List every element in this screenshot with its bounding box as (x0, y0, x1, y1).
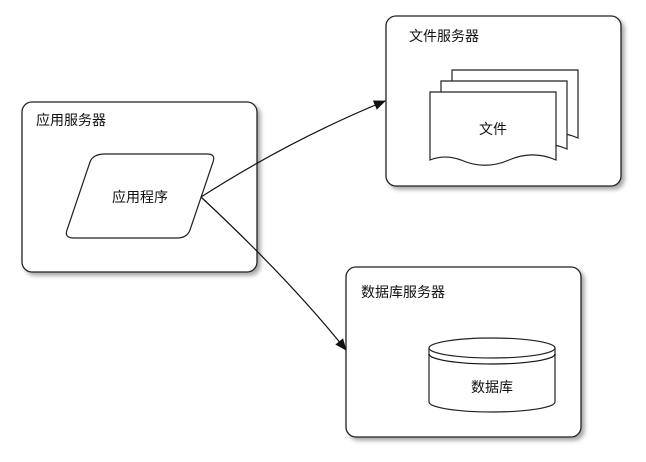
app-server-title: 应用服务器 (36, 112, 106, 129)
parallelogram-icon (65, 153, 215, 239)
database-cylinder-icon: 数据库 (428, 337, 556, 413)
application-program-label: 应用程序 (112, 189, 168, 206)
app-server-node: 应用服务器 应用程序 (21, 101, 258, 273)
file-label: 文件 (479, 122, 507, 138)
arrow-to-file-server (200, 100, 386, 198)
file-server-title: 文件服务器 (409, 29, 479, 45)
cylinder-top (428, 337, 556, 359)
arrow-to-db-server (200, 196, 347, 351)
db-server-title: 数据库服务器 (361, 285, 445, 301)
database-label: 数据库 (471, 380, 513, 396)
db-server-node: 数据库服务器 数据库 (345, 266, 582, 438)
file-stack-icon: 文件 (429, 69, 579, 166)
file-server-node: 文件服务器 文件 (385, 15, 622, 187)
file-sheet-front (429, 91, 557, 166)
cylinder-rim (428, 353, 556, 365)
application-program-shape: 应用程序 (65, 153, 215, 239)
cylinder-body (428, 348, 556, 413)
